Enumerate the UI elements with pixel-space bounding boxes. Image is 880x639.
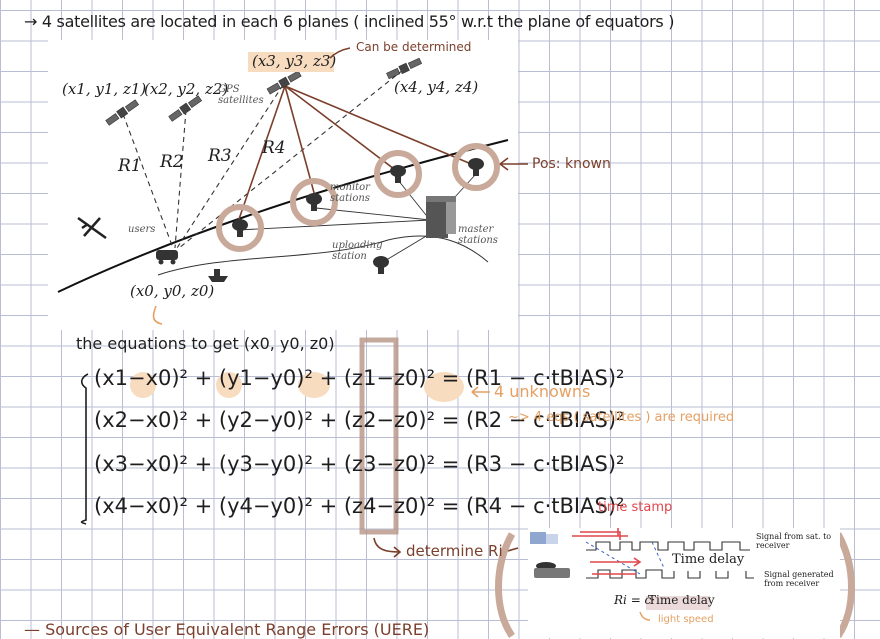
range-line-2 [174,109,187,249]
highlight-x0 [130,372,156,398]
highlight-y0 [216,372,242,398]
highlight-z0 [298,372,330,398]
signal-gen-wave [586,569,754,579]
dish-icon-2 [306,193,322,211]
delay-dash-2 [651,541,665,569]
light-speed-arrow [639,611,651,621]
time-stamp-note: time stamp [598,500,673,515]
delay-arrow [590,557,642,567]
determine-ri-note: determine Ri [406,542,503,560]
equation-row-4: (x4−x0)² + (y4−y0)² + (z4−z0)² = (R4 − c… [94,494,624,518]
station-highlight-2 [290,178,338,226]
dish-icon-3 [390,165,406,183]
range-label-4: R4 [262,138,286,158]
system-brace [80,373,89,525]
equations-title: the equations to get (x0, y0, z0) [76,334,335,353]
uploading-station-label: uploading station [332,240,383,262]
range-label-3: R3 [208,146,232,166]
land-outline [157,235,489,276]
eqs-required-note: ~> 4 eqs ( satellites ) are required [508,410,735,425]
master-stations-label: master stations [458,224,498,246]
link-master-1 [237,219,431,231]
gps-satellites-label: GPS satellites [218,84,264,106]
signal-sat-label: Signal from sat. to receiver [756,532,832,550]
gps-diagram: (x1, y1, z1) (x2, y2, z2) (x3, y3, z3) (… [48,40,518,330]
ship-icon [208,269,228,282]
equation-rhs-1: = (R1 − c·tBIAS)² [441,366,625,390]
header-note: → 4 satellites are located in each 6 pla… [24,12,675,31]
light-speed-note: light speed [658,614,714,625]
earth-surface [57,139,509,293]
user-coord-arrow [152,305,163,325]
sat-coord-2: (x2, y2, z2) [144,80,229,98]
satellite-icon-4 [386,57,423,80]
equation-rhs-3: = (R3 − c·tBIAS)² [441,452,625,476]
equation-rhs-4: = (R4 − c·tBIAS)² [441,494,625,518]
timing-close-paren [834,532,855,638]
sat-coord-4: (x4, y4, z4) [394,78,479,96]
monitor-line-1 [237,85,286,223]
unknowns-note: 4 unknowns [494,382,591,401]
can-be-determined-note: Can be determined [356,40,472,54]
equation-row-3: (x3−x0)² + (y3−y0)² + (z3−z0)² = (R3 − c… [94,452,624,476]
master-building-icon [426,196,456,238]
equation-lhs-4: (x4−x0)² + (y4−y0)² + (z4−z0)² [94,494,436,518]
upload-dish-icon [373,256,389,274]
dish-icon-1 [232,219,248,237]
timing-diagram: Time delay Signal from sat. to receiver … [528,528,840,638]
range-line-1 [122,113,174,249]
delay-dash-1 [585,541,641,575]
link-upload [382,234,429,263]
user-coord: (x0, y0, z0) [130,282,215,300]
station-highlight-3 [374,150,422,198]
gps-diagram-drawing [57,57,509,325]
monitor-line-3 [284,85,399,173]
receiver-icon [534,562,570,578]
range-label-1: R1 [118,156,142,176]
monitor-line-4 [284,85,477,167]
car-icon [156,250,178,265]
determine-arrow [373,537,402,558]
signal-gen-label: Signal generated from receiver [764,570,834,588]
ri-formula-prefix: Ri = c· [614,593,656,607]
range-line-4 [178,69,404,249]
equation-lhs-3: (x3−x0)² + (y3−y0)² + (z3−z0)² [94,452,436,476]
equation-row-1: (x1−x0)² + (y1−y0)² + (z1−z0)² = (R1 − c… [94,366,624,390]
users-label: users [128,224,156,235]
monitor-stations-label: monitor stations [330,182,370,204]
sat-coord-1: (x1, y1, z1) [62,80,147,98]
station-highlight-1 [216,204,264,252]
ri-arrow [503,547,519,553]
station-highlight-4 [452,143,500,191]
equation-lhs-2: (x2−x0)² + (y2−y0)² + (z2−z0)² [94,408,436,432]
equation-row-2: (x2−x0)² + (y2−y0)² + (z2−z0)² = (R2 − c… [94,408,624,432]
satellite-icon-2 [168,95,203,122]
satellite-small-icon [530,532,558,544]
time-stamp-arrow [572,531,628,540]
range-line-3 [176,84,284,249]
airplane-icon [77,216,107,240]
equation-lhs-1: (x1−x0)² + (y1−y0)² + (z1−z0)² [94,366,436,390]
highlight-tbias [424,372,464,402]
equation-rhs-2: = (R2 − c·tBIAS)² [441,408,625,432]
sat-coord-3-highlight [248,52,334,72]
timing-drawing [530,528,754,621]
delay-highlight [646,596,710,610]
time-delay-label: Time delay [672,552,745,567]
range-label-2: R2 [160,152,184,172]
ri-formula-delay: Time delay [648,593,715,607]
footer-note: — Sources of User Equivalent Range Error… [24,620,430,639]
satellite-icon-3 [266,70,302,95]
dish-icon-4 [468,158,484,176]
sat-coord-3: (x3, y3, z3) [252,52,337,70]
link-master-3 [397,179,431,221]
pos-known-note: Pos: known [532,156,611,172]
signal-sat-wave [586,541,750,551]
time-delay-box [664,551,758,571]
satellite-icon-1 [105,99,140,126]
